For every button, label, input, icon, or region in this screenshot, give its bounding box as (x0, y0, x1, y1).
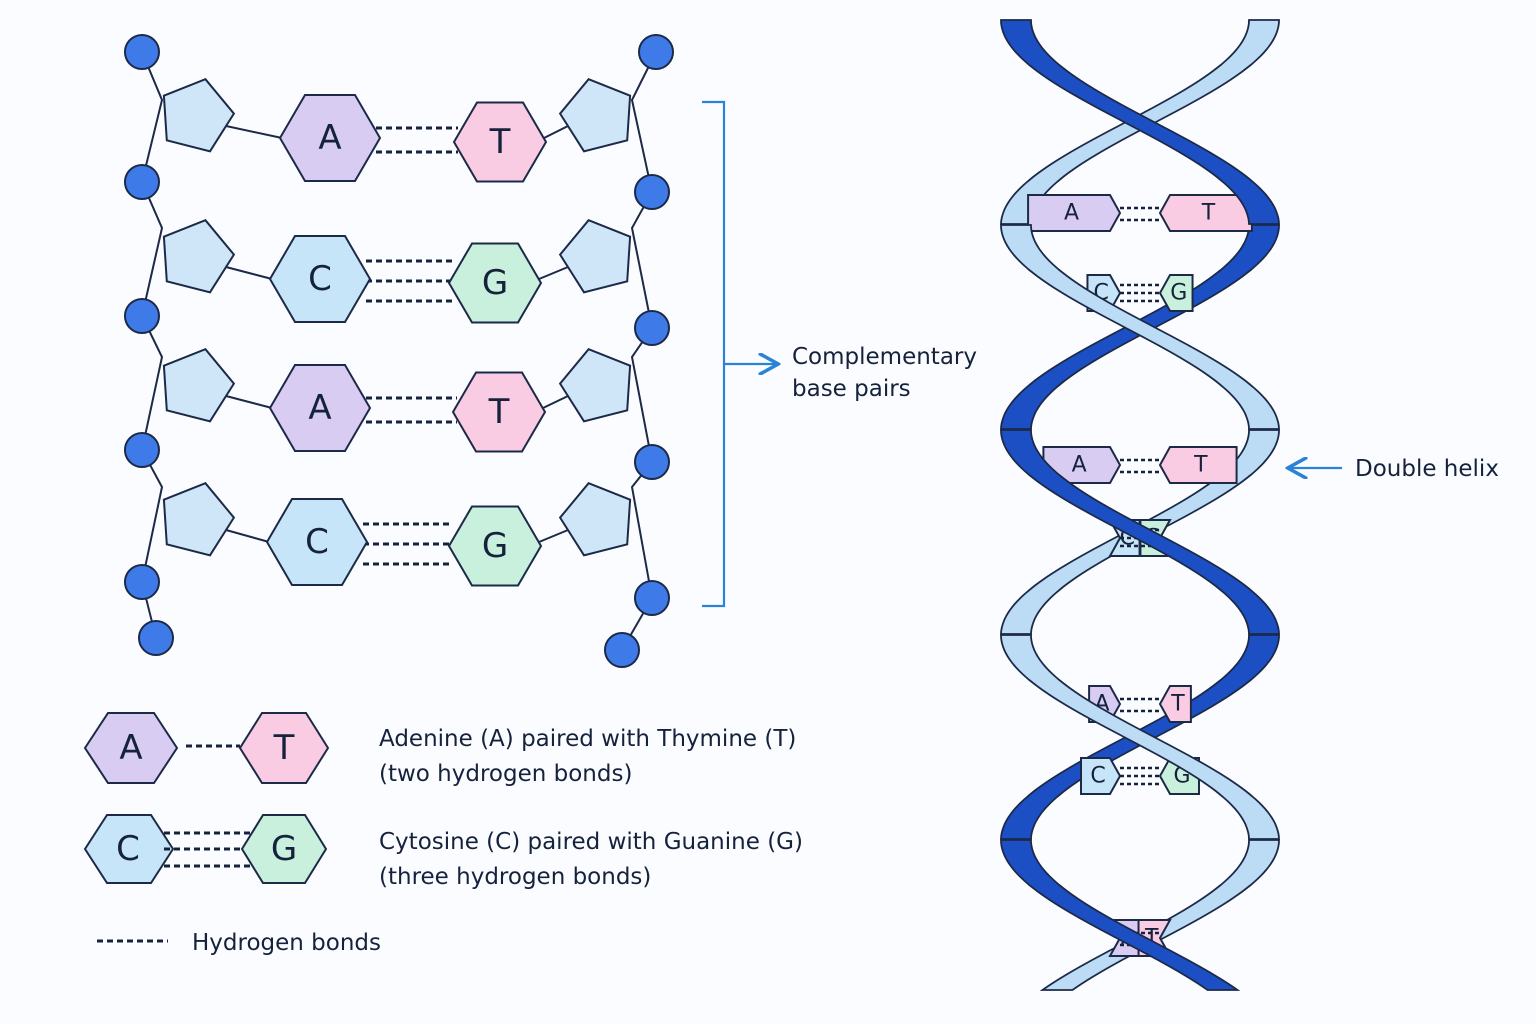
helix-dark-strand-segment (1000, 839, 1241, 991)
phosphate-circle (634, 174, 670, 210)
helix-base-letter: T (1170, 692, 1185, 717)
legend: A T Adenine (A) paired with Thymine (T) … (83, 712, 803, 956)
legend-at-pair: A T (83, 712, 330, 784)
legend-hbond-label: Hydrogen bonds (192, 930, 381, 956)
double-helix: ATCGATCGATCGAT (1000, 19, 1280, 991)
phosphate-circle (124, 34, 160, 70)
double-helix-label: Double helix (1355, 456, 1499, 482)
sugar-pentagon (558, 348, 632, 423)
guanine-hexagon (447, 242, 543, 324)
legend-thymine-letter: T (273, 728, 295, 768)
helix-base-letter: A (1072, 453, 1087, 478)
thymine-block (1158, 446, 1238, 484)
helix-light-strand-segment (1000, 634, 1280, 840)
sugar-pentagon (162, 78, 236, 153)
sugar-pentagon (162, 219, 236, 294)
phosphate-circle (124, 298, 160, 334)
phosphate-circle (124, 564, 160, 600)
sugar-pentagon (558, 78, 632, 153)
helix-strand-front (1000, 19, 1280, 991)
helix-base-letter: C (1090, 764, 1105, 789)
guanine-hexagon (240, 814, 328, 884)
phosphate-circle (638, 34, 674, 70)
phosphate-circle (634, 310, 670, 346)
helix-base-letter: G (1170, 281, 1187, 306)
sugar-pentagon (162, 482, 236, 557)
sugar-pentagon (162, 348, 236, 423)
thymine-hexagon (452, 101, 548, 183)
glycosidic-bond (225, 266, 273, 280)
ladder-base-letter: G (482, 263, 508, 303)
glycosidic-bond (538, 529, 569, 543)
phosphate-circle (124, 164, 160, 200)
adenine-hexagon (278, 94, 382, 182)
glycosidic-bond (225, 395, 273, 409)
complementary-label-line1: Complementary (792, 344, 977, 370)
helix-base-letter: T (1201, 201, 1216, 226)
legend-cg-pair: C G (83, 814, 328, 884)
complementary-bracket (702, 100, 776, 608)
sugar-pentagon (558, 219, 632, 294)
guanine-block (1158, 274, 1194, 312)
ladder-base-letter: A (318, 118, 341, 158)
helix-dark-strand-segment (1000, 429, 1280, 635)
helix-light-strand-segment (1039, 839, 1280, 991)
glycosidic-bond (542, 395, 569, 409)
legend-cg-line2: (three hydrogen bonds) (379, 864, 651, 890)
legend-at-line1: Adenine (A) paired with Thymine (T) (379, 726, 796, 752)
phosphate-groups (124, 34, 674, 668)
adenine-hexagon (83, 712, 179, 784)
adenine-hexagon (268, 364, 372, 452)
helix-base-letter: A (1064, 201, 1079, 226)
glycosidic-bond (543, 125, 569, 139)
ladder-base-letter: A (308, 388, 331, 428)
phosphate-circle (634, 580, 670, 616)
thymine-hexagon (451, 371, 547, 453)
thymine-hexagon (238, 712, 330, 784)
cytosine-block (1080, 757, 1122, 795)
legend-cg-line1: Cytosine (C) paired with Guanine (G) (379, 829, 803, 855)
thymine-block (1158, 685, 1192, 723)
glycosidic-bond (225, 125, 283, 139)
ladder-base-letter: C (305, 522, 329, 562)
ladder-base-letter: G (482, 526, 508, 566)
ladder-base-letter: T (489, 122, 511, 162)
cytosine-hexagon (268, 235, 372, 323)
ladder-base-letter: C (308, 259, 332, 299)
legend-at-line2: (two hydrogen bonds) (379, 761, 632, 787)
glycosidic-bond (225, 529, 270, 543)
phosphate-circle (138, 620, 174, 656)
complementary-label-line2: base pairs (792, 376, 911, 402)
ladder-base-letter: T (488, 392, 510, 432)
cytosine-hexagon (265, 498, 369, 586)
helix-light-strand-segment (1000, 224, 1280, 430)
legend-guanine-letter: G (271, 829, 297, 869)
cytosine-hexagon (83, 814, 175, 884)
phosphate-circle (604, 632, 640, 668)
glycosidic-bond (538, 266, 569, 280)
helix-base-letter: T (1193, 453, 1208, 478)
legend-adenine-letter: A (119, 728, 142, 768)
phosphate-circle (634, 444, 670, 480)
helix-dark-strand-segment (1000, 19, 1280, 225)
sugar-pentagon (558, 482, 632, 557)
guanine-hexagon (447, 505, 543, 587)
phosphate-circle (124, 432, 160, 468)
helix-strand-back (1000, 19, 1280, 991)
legend-cytosine-letter: C (116, 829, 140, 869)
